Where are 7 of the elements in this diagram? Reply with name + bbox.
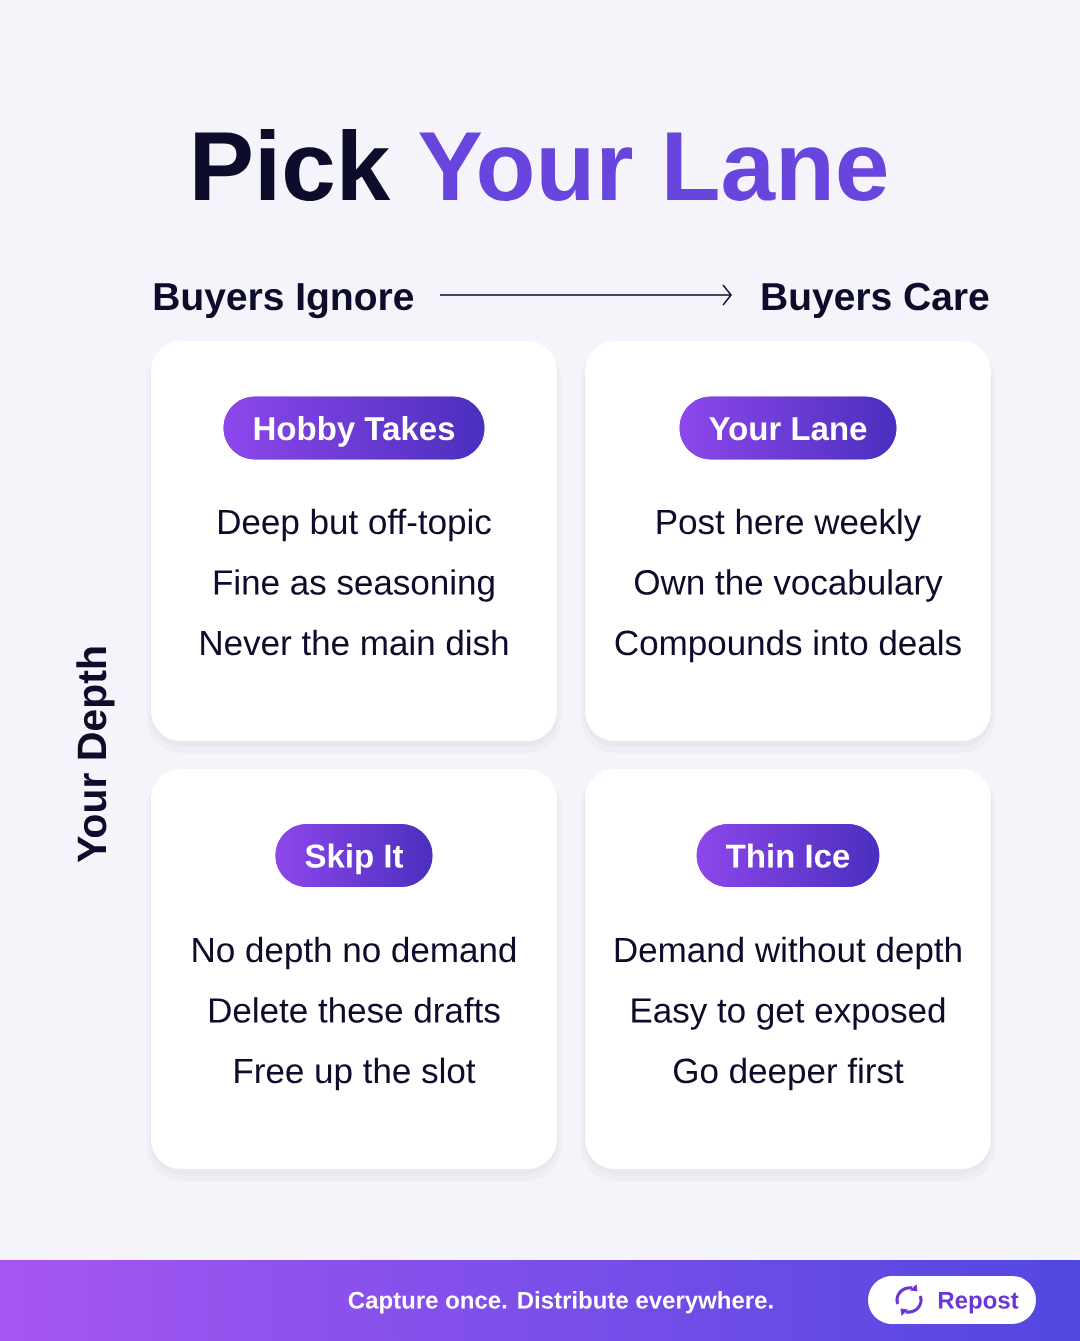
title: Pick Your Lane	[195, 128, 887, 201]
axis-label: Buyers Care	[762, 282, 989, 319]
pill-label: Hobby Takes	[223, 396, 485, 460]
axis-label: Buyers Ignore	[154, 283, 414, 319]
pill-label: Thin Ice	[696, 824, 880, 887]
pill-label: Your Lane	[679, 396, 897, 460]
axis-label: Your Depth	[76, 647, 115, 863]
